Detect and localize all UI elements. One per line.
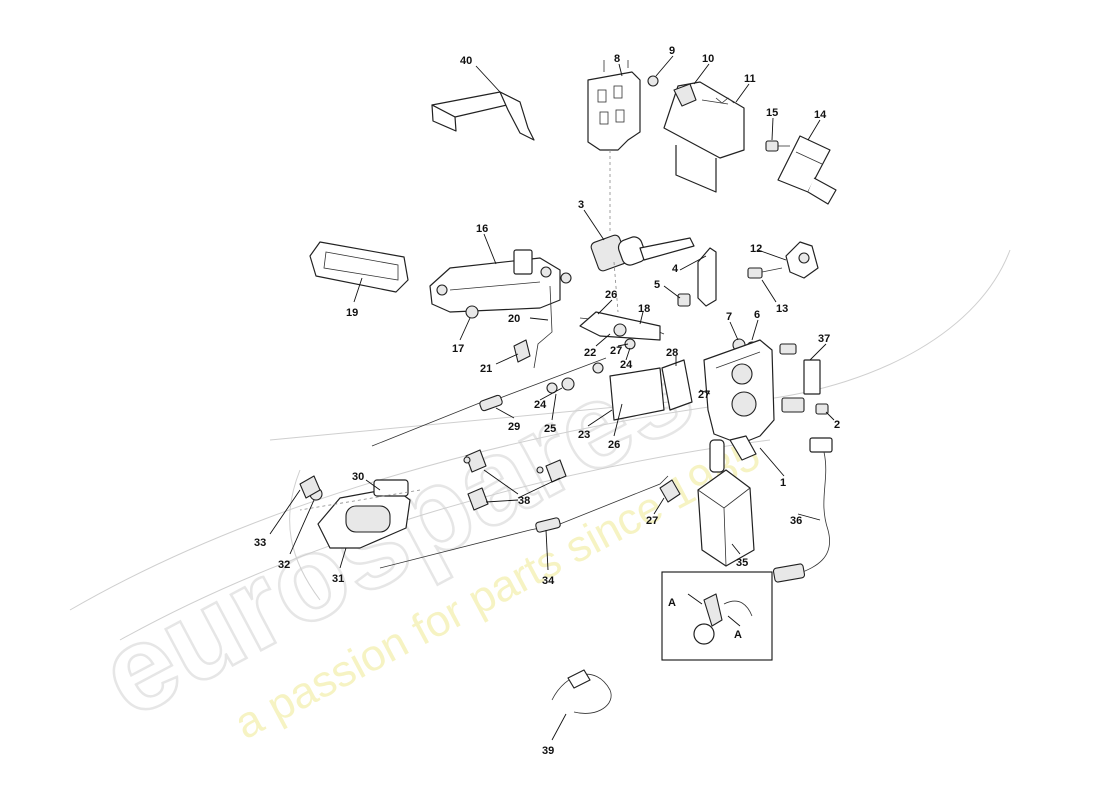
callout-11: 11: [744, 73, 756, 85]
callout-31: 31: [332, 573, 344, 585]
part-36-harness: [772, 437, 833, 583]
inset-arrow-label-top: A: [668, 597, 676, 609]
callout-32: 32: [278, 559, 290, 571]
part-1-door-latch: [703, 339, 775, 461]
callout-23: 23: [578, 429, 590, 441]
callout-21: 21: [480, 363, 492, 375]
callout-1: 1: [780, 477, 786, 489]
callout-10: 10: [702, 53, 714, 65]
part-29-adjuster: [479, 394, 503, 412]
callout-29: 29: [508, 421, 520, 433]
part-28-clip: [661, 359, 693, 411]
part-19-handle-bezel: [309, 241, 409, 293]
part-11-spring: [715, 97, 735, 104]
part-3-lock-barrel: [590, 234, 695, 272]
callout-33: 33: [254, 537, 266, 549]
callout-25: 25: [544, 423, 556, 435]
callout-5: 5: [654, 279, 660, 291]
part-37-pads: [779, 343, 821, 413]
part-23-plate: [609, 367, 665, 421]
callout-labels: 40 8 9 10 11 15 14 3 16 12 4 5 13 19 26 …: [254, 45, 840, 757]
callout-17: 17: [452, 343, 464, 355]
callout-14: 14: [814, 109, 827, 121]
part-10-actuator: [663, 81, 745, 193]
part-15-bolt: [765, 140, 790, 152]
callout-38: 38: [518, 495, 530, 507]
part-16-door-handle: [429, 249, 561, 313]
callout-9: 9: [669, 45, 675, 57]
callout-7: 7: [726, 311, 732, 323]
callout-20: 20: [508, 313, 520, 325]
callout-39: 39: [542, 745, 554, 757]
callout-19: 19: [346, 307, 358, 319]
part-5-screw: [677, 293, 691, 307]
callout-16: 16: [476, 223, 488, 235]
part-20-rod: [533, 285, 553, 369]
callout-26-top: 26: [605, 289, 617, 301]
callout-30: 30: [352, 471, 364, 483]
callout-27-bottom: 27: [646, 515, 658, 527]
callout-8: 8: [614, 53, 620, 65]
part-40-bracket: [431, 91, 535, 141]
part-8-latch-plate: [587, 60, 641, 151]
callout-40: 40: [460, 55, 472, 67]
part-34-adjuster: [535, 517, 561, 533]
callout-3: 3: [578, 199, 584, 211]
part-33-clip: [299, 475, 321, 499]
part-21-clip: [513, 339, 531, 363]
callout-36: 36: [790, 515, 802, 527]
part-38-clips: [463, 449, 567, 511]
callout-28: 28: [666, 347, 678, 359]
inset-detail-a: A A: [661, 571, 773, 661]
part-35-lock-motor: [697, 439, 755, 567]
part-12-stop: [785, 241, 819, 279]
callout-4: 4: [672, 263, 679, 275]
part-14-bracket: [777, 135, 837, 205]
callout-18: 18: [638, 303, 650, 315]
part-9-nut: [647, 75, 659, 87]
callout-27-mid: 27: [698, 389, 710, 401]
callout-13: 13: [776, 303, 788, 315]
callout-27-top: 27: [610, 345, 622, 357]
inset-arrow-label-bottom: A: [734, 629, 742, 641]
part-13-bolt: [747, 267, 783, 279]
callout-35: 35: [736, 557, 748, 569]
callout-26-bottom: 26: [608, 439, 620, 451]
callout-12: 12: [750, 243, 762, 255]
part-2-screw: [815, 403, 829, 415]
leader-lines: [269, 55, 835, 741]
callout-15: 15: [766, 107, 778, 119]
callout-24-lower: 24: [534, 399, 547, 411]
callout-34: 34: [542, 575, 555, 587]
callout-24-upper: 24: [620, 359, 633, 371]
assembly-guides: [299, 150, 619, 511]
part-39-strap-clip: [551, 669, 612, 714]
callout-22: 22: [584, 347, 596, 359]
part-27-clip-lower: [659, 479, 681, 503]
callout-2: 2: [834, 419, 840, 431]
callout-6: 6: [754, 309, 760, 321]
part-4-rod-clip: [697, 247, 717, 307]
callout-37: 37: [818, 333, 830, 345]
